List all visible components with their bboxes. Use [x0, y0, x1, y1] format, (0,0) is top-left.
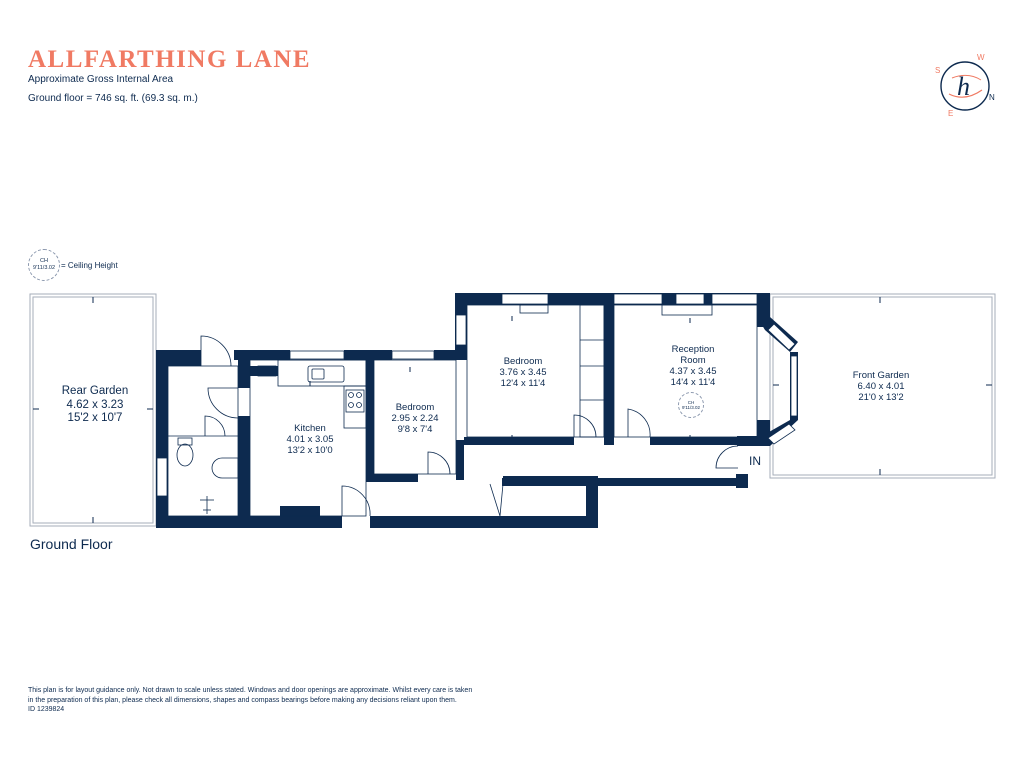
compass-e: E	[948, 109, 953, 118]
ch-value: 9'11/3.02	[681, 405, 701, 410]
compass-s: S	[935, 66, 940, 75]
room-label-bedroom-large: Bedroom 3.76 x 3.45 12'4 x 11'4	[478, 356, 568, 389]
logo-letter: h	[957, 72, 970, 101]
legend-label: = Ceiling Height	[61, 260, 118, 270]
room-metric: 4.62 x 3.23	[66, 398, 124, 411]
legend-ch-value: 9'11/3.02	[32, 265, 56, 271]
floor-area-text: Ground floor = 746 sq. ft. (69.3 sq. m.)	[28, 93, 198, 104]
front-garden-outline	[769, 293, 996, 479]
room-metric: 6.40 x 4.01	[857, 381, 905, 392]
property-title: ALLFARTHING LANE	[28, 46, 312, 73]
reception-ceiling-height-badge: CH 9'11/3.02	[678, 392, 704, 418]
room-name: Kitchen	[294, 423, 326, 434]
room-name: Bedroom	[395, 402, 435, 413]
entrance-label: IN	[749, 454, 761, 468]
room-label-rear-garden: Rear Garden 4.62 x 3.23 15'2 x 10'7	[50, 385, 140, 426]
ceiling-height-badge: CH 9'11/3.02	[28, 249, 60, 281]
room-imperial: 21'0 x 13'2	[858, 392, 904, 403]
room-name: Rear Garden	[61, 385, 129, 397]
room-imperial: 13'2 x 10'0	[287, 445, 333, 456]
room-name: Bedroom	[503, 356, 543, 367]
room-name: Front Garden	[852, 370, 910, 381]
disclaimer-line-2: in the preparation of this plan, please …	[28, 696, 457, 704]
compass-logo: W S N E h	[935, 53, 995, 118]
room-metric: 4.01 x 3.05	[286, 434, 334, 445]
room-metric: 2.95 x 2.24	[391, 413, 439, 424]
room-imperial: 12'4 x 11'4	[500, 378, 546, 389]
legend-ch-abbr: CH	[40, 258, 48, 264]
room-label-front-garden: Front Garden 6.40 x 4.01 21'0 x 13'2	[836, 370, 926, 403]
ch-abbr: CH	[687, 399, 695, 405]
room-label-kitchen: Kitchen 4.01 x 3.05 13'2 x 10'0	[260, 423, 360, 456]
compass-w: W	[977, 53, 985, 62]
room-metric: 4.37 x 3.45	[669, 366, 717, 377]
room-imperial: 15'2 x 10'7	[67, 412, 123, 424]
room-name: Reception	[671, 344, 715, 355]
ceiling-height-legend: CH 9'11/3.02 = Ceiling Height	[28, 249, 118, 281]
disclaimer: This plan is for layout guidance only. N…	[28, 686, 548, 715]
room-label-reception: Reception Room 4.37 x 3.45 14'4 x 11'4	[648, 344, 738, 388]
room-imperial: 9'8 x 7'4	[397, 424, 433, 435]
room-metric: 3.76 x 3.45	[499, 367, 547, 378]
disclaimer-line-1: This plan is for layout guidance only. N…	[28, 687, 473, 694]
area-subtitle: Approximate Gross Internal Area	[28, 74, 174, 85]
disclaimer-id: ID 1239824	[28, 706, 65, 713]
compass-n: N	[989, 93, 995, 102]
floor-label: Ground Floor	[30, 536, 113, 552]
room-label-bedroom-small: Bedroom 2.95 x 2.24 9'8 x 7'4	[377, 402, 453, 435]
room-name-2: Room	[680, 355, 706, 366]
room-imperial: 14'4 x 11'4	[670, 377, 716, 388]
